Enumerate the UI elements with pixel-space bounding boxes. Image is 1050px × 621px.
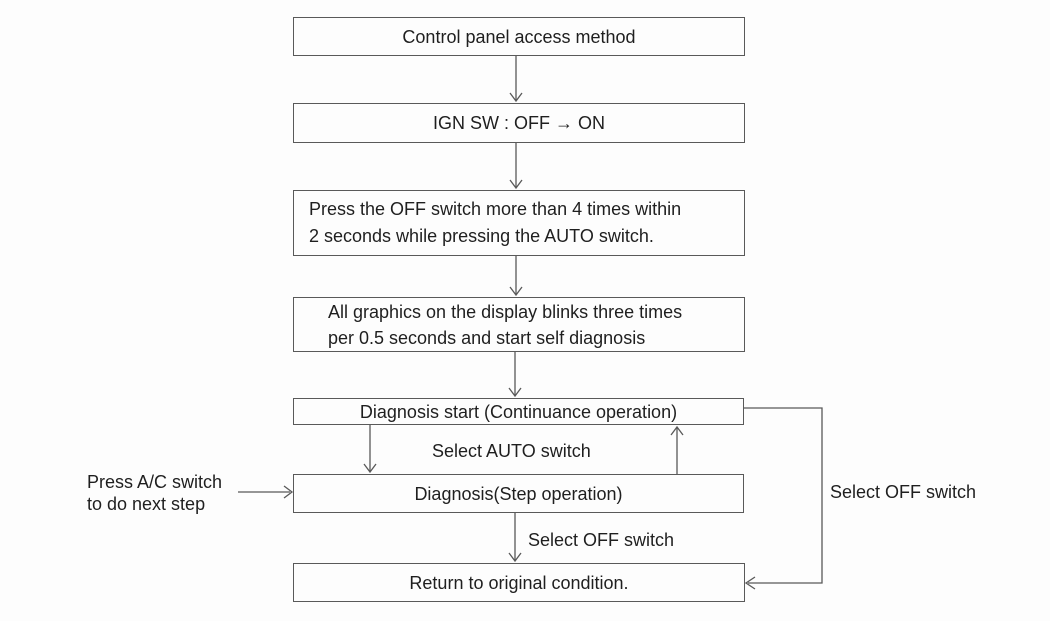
flow-box-text: Diagnosis(Step operation) <box>414 483 623 504</box>
arrow-blink-to-start <box>508 352 522 398</box>
flow-box-text: 2 seconds while pressing the AUTO switch… <box>309 226 654 246</box>
flow-box-press-off-switch: Press the OFF switch more than 4 times w… <box>293 190 745 256</box>
flow-box-text: Press the OFF switch more than 4 times w… <box>309 199 682 219</box>
arrow-step-to-start <box>670 425 684 474</box>
flow-box-text: IGN SW : OFF → ON <box>433 113 605 133</box>
edge-label-press-ac-switch: Press A/C switch to do next step <box>87 471 222 515</box>
arrow-start-to-step <box>363 425 377 474</box>
arrow-ign-to-press <box>509 143 523 190</box>
flow-box-ign-sw-off-on: IGN SW : OFF → ON <box>293 103 745 143</box>
arrow-press-ac-to-step <box>238 485 294 499</box>
edge-label-press-ac-line1: Press A/C switch <box>87 472 223 492</box>
flow-box-text: All graphics on the display blinks three… <box>328 301 683 322</box>
flow-box-diagnosis-start: Diagnosis start (Continuance operation) <box>293 398 744 425</box>
flow-box-return-original: Return to original condition. <box>293 563 745 602</box>
flow-box-text: Return to original condition. <box>409 572 629 593</box>
flow-box-text: per 0.5 seconds and start self diagnosis <box>328 327 646 348</box>
flow-box-text: Control panel access method <box>402 26 636 47</box>
flow-box-text: Diagnosis start (Continuance operation) <box>359 401 678 422</box>
edge-label-select-off-switch-mid: Select OFF switch <box>528 530 675 550</box>
edge-label-select-off-switch-right: Select OFF switch <box>830 482 977 502</box>
flow-box-control-panel-access-method: Control panel access method <box>293 17 745 56</box>
arrow-access-to-ign <box>509 56 523 103</box>
flow-box-diagnosis-step: Diagnosis(Step operation) <box>293 474 744 513</box>
edge-label-press-ac-line2: to do next step <box>87 494 206 514</box>
edge-label-select-auto-switch: Select AUTO switch <box>432 441 591 461</box>
arrow-step-to-return <box>508 513 522 563</box>
arrow-press-to-blink <box>509 256 523 297</box>
flow-box-graphics-blink: All graphics on the display blinks three… <box>293 297 745 352</box>
arrow-start-loop-to-return <box>744 407 823 590</box>
